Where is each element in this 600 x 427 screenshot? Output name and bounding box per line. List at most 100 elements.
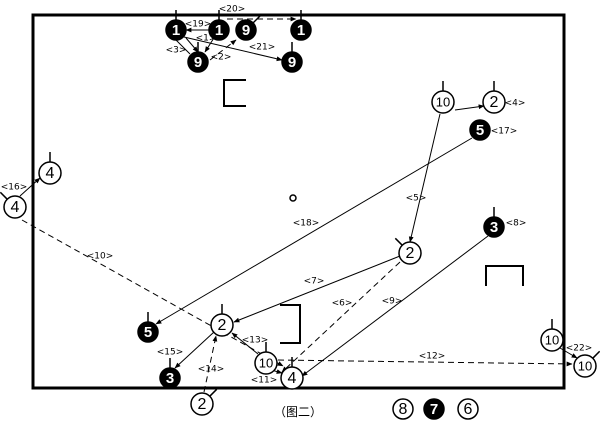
- player-marker: 5: [469, 119, 491, 141]
- player-number: 6: [464, 401, 473, 418]
- player-circle: [392, 398, 414, 420]
- player-number: 7: [430, 401, 438, 418]
- player-marker: 10: [431, 81, 455, 114]
- player-marker: 10: [573, 350, 600, 378]
- path-label: <10>: [87, 252, 114, 262]
- player-marker: 8: [392, 398, 414, 420]
- path-line: [175, 39, 191, 55]
- path-line: [233, 255, 401, 323]
- player-marker: 2: [210, 304, 234, 337]
- player-circle: [483, 216, 505, 238]
- path-label: <15>: [157, 348, 184, 358]
- path-label: <8>: [506, 219, 527, 229]
- player-circle: [235, 19, 257, 41]
- player-marker: 9: [281, 42, 303, 73]
- player-marker: 5: [137, 312, 159, 343]
- player-number: 9: [194, 54, 202, 71]
- player-marker: 1: [208, 10, 230, 41]
- player-marker: 10: [540, 319, 564, 352]
- path-line: [277, 359, 573, 367]
- goal-structures: [223, 79, 524, 344]
- player-circle: [254, 351, 278, 375]
- player-number: 2: [198, 396, 207, 413]
- player-number: 10: [259, 355, 273, 370]
- path-line: [454, 104, 485, 111]
- player-number: 1: [297, 22, 305, 39]
- figure-caption: （图二）: [274, 405, 323, 419]
- player-circle: [431, 90, 455, 114]
- player-circle: [159, 367, 181, 389]
- player-direction-tick: [252, 15, 261, 24]
- path-label: <6>: [332, 299, 353, 309]
- player-number: 9: [288, 54, 296, 71]
- player-number: 8: [399, 401, 408, 418]
- path-line: [174, 331, 215, 369]
- player-number: 2: [406, 245, 415, 262]
- player-circle: [290, 19, 312, 41]
- path-line: [408, 113, 441, 243]
- player-number: 9: [242, 22, 250, 39]
- center-mark: [289, 194, 297, 202]
- path-label: <12>: [419, 352, 446, 362]
- movement-paths: [19, 16, 578, 393]
- path-label: <22>: [566, 344, 593, 354]
- path-label: <13>: [242, 336, 269, 346]
- path-label: <4>: [505, 99, 526, 109]
- path-line: [185, 37, 199, 53]
- player-circle: [210, 313, 234, 337]
- player-circle: [423, 398, 445, 420]
- path-line: [183, 36, 283, 62]
- path-label: <5>: [406, 194, 427, 204]
- path-line: [559, 347, 578, 359]
- player-number: 10: [436, 94, 450, 109]
- player-direction-tick: [0, 191, 8, 200]
- player-number: 10: [578, 358, 592, 373]
- player-number: 4: [11, 199, 20, 216]
- player-number: 3: [490, 219, 498, 236]
- player-circle: [208, 19, 230, 41]
- path-label: <1>: [196, 34, 217, 44]
- goal-right: [485, 265, 524, 286]
- player-marker: 7: [423, 398, 445, 420]
- player-marker: 2: [394, 237, 422, 265]
- path-line: [301, 235, 489, 377]
- path-line: [231, 332, 259, 355]
- player-marker: 1: [290, 10, 312, 41]
- player-direction-tick: [209, 388, 218, 397]
- player-number: 2: [218, 317, 227, 334]
- player-circle: [457, 398, 479, 420]
- player-marker: 9: [187, 42, 209, 73]
- player-number: 10: [545, 332, 559, 347]
- player-circle: [573, 354, 597, 378]
- path-label: <7>: [304, 277, 325, 287]
- path-line: [155, 137, 473, 325]
- player-marker: 2: [190, 388, 218, 416]
- path-label: <2>: [211, 53, 232, 63]
- legend-players: 8 7 6: [392, 398, 479, 420]
- player-number: 1: [215, 22, 223, 39]
- player-marker: 6: [457, 398, 479, 420]
- path-label: <11>: [251, 376, 278, 386]
- player-number: 4: [46, 165, 55, 182]
- player-marker: 4: [280, 357, 304, 390]
- player-marker: 3: [159, 358, 181, 389]
- path-label: <20>: [219, 5, 246, 15]
- player-circle: [469, 119, 491, 141]
- player-direction-tick: [592, 350, 600, 359]
- player-number: 2: [490, 94, 499, 111]
- player-marker: 3: [483, 207, 505, 238]
- player-circle: [281, 51, 303, 73]
- path-label: <14>: [198, 365, 225, 375]
- player-circle: [398, 241, 422, 265]
- path-line: [19, 177, 41, 197]
- path-labels: <1><2><3><4><5><6><7><8><9><10><11><12><…: [1, 5, 593, 386]
- player-circle: [187, 51, 209, 73]
- player-marker: 9: [235, 15, 261, 41]
- player-circle: [137, 321, 159, 343]
- player-circle: [482, 90, 506, 114]
- player-direction-tick: [394, 237, 403, 246]
- player-circle: [38, 161, 62, 185]
- path-label: <21>: [249, 43, 276, 53]
- player-circle: [3, 195, 27, 219]
